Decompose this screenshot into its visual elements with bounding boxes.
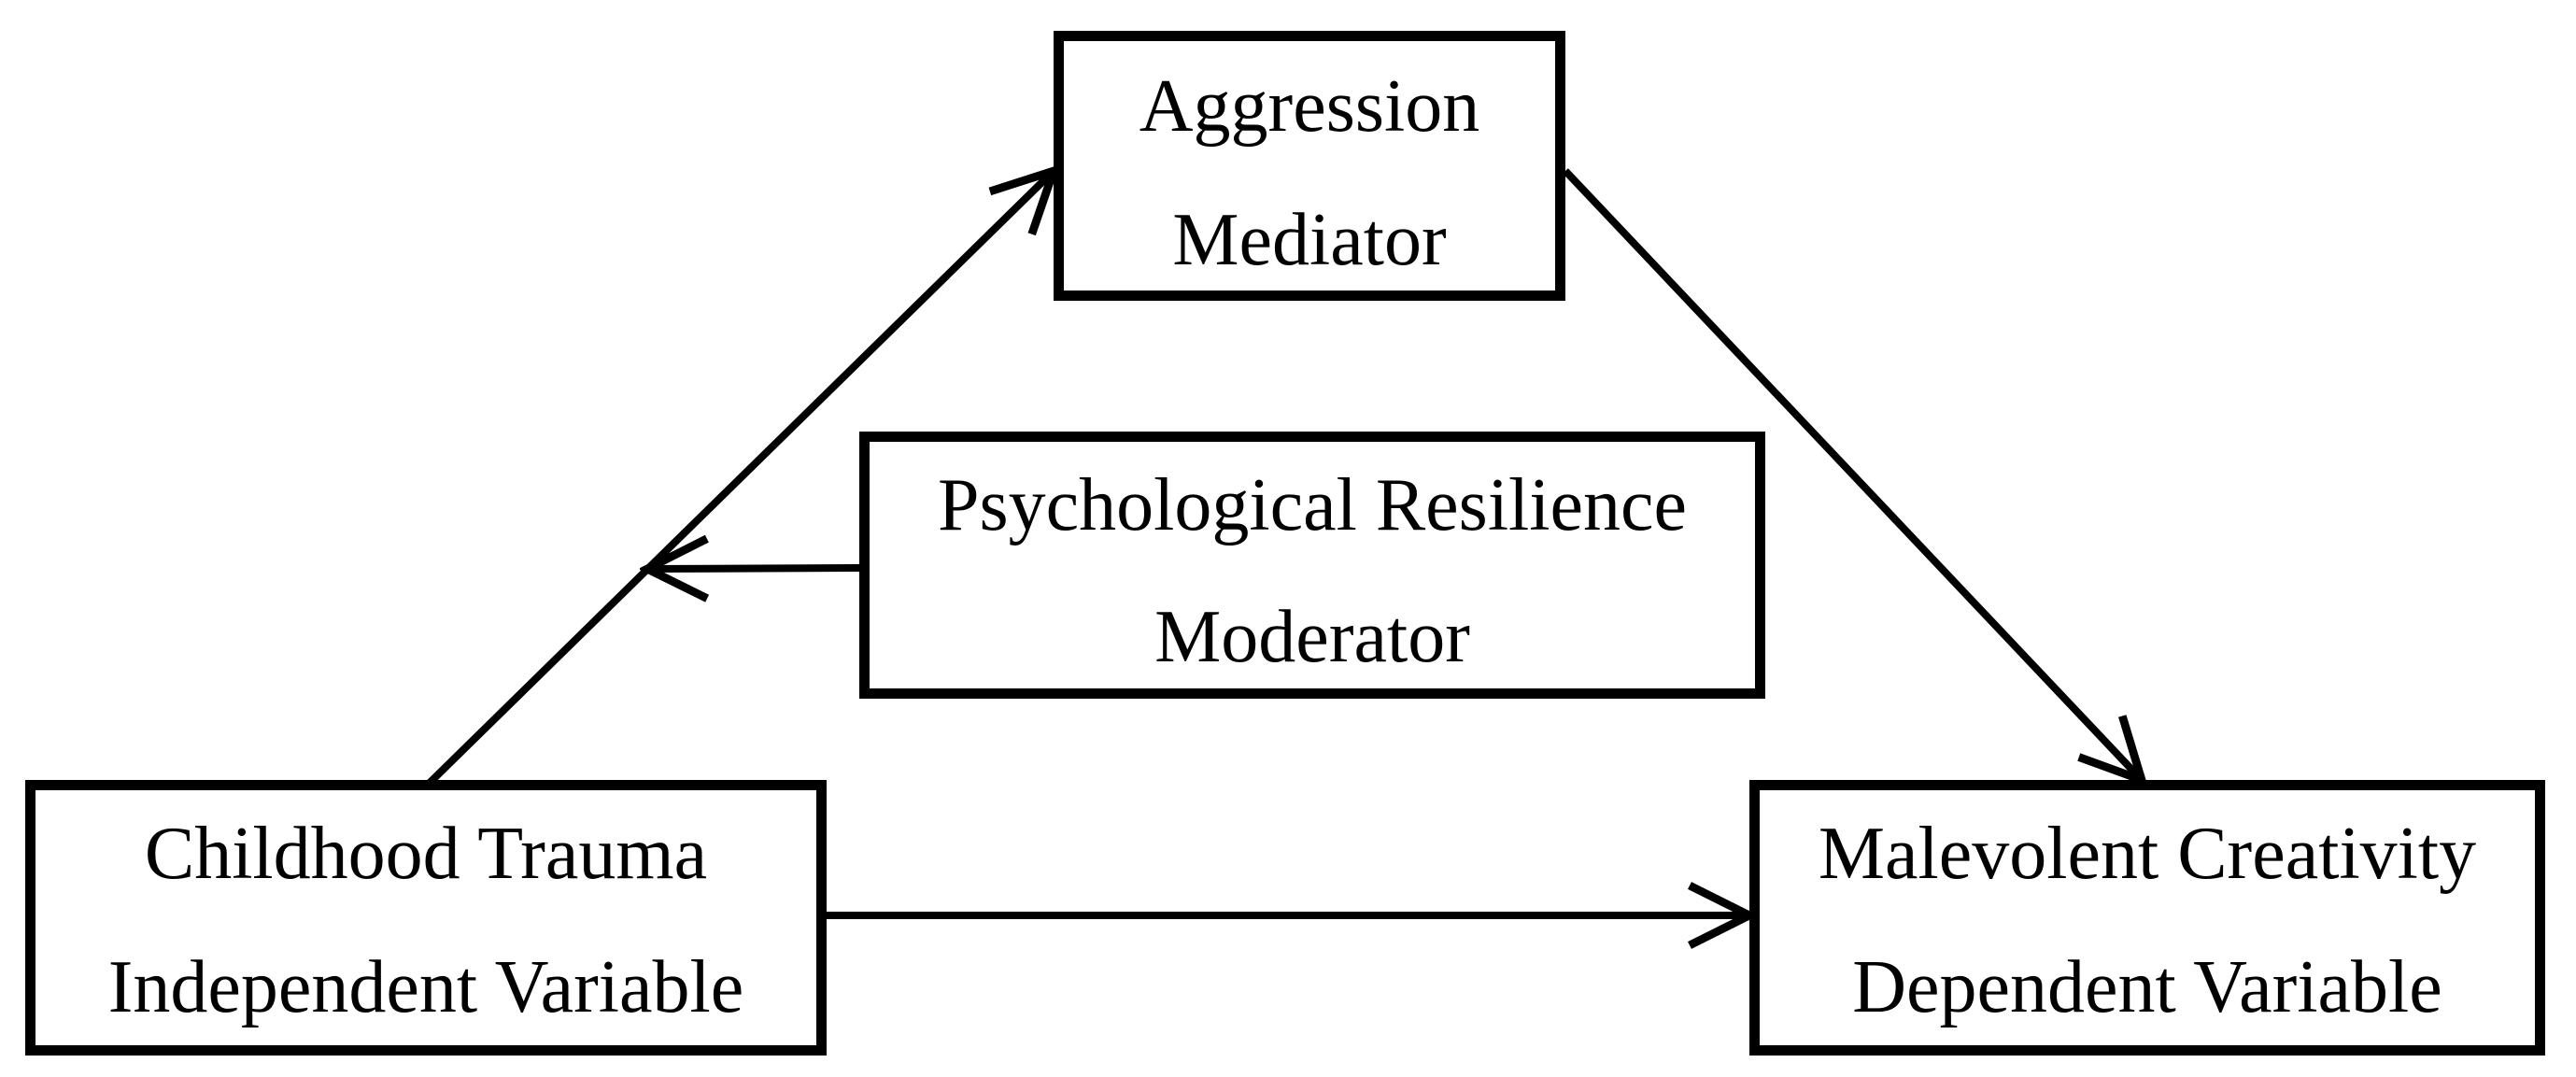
dependent-variable-label: Malevolent Creativity (1819, 813, 2476, 895)
mediator-box (1054, 31, 1565, 301)
node-independent-variable: Childhood Trauma Independent Variable (25, 780, 827, 1056)
moderator-label: Psychological Resilience (938, 464, 1687, 546)
arrow-iv-to-mediator (427, 171, 1054, 786)
node-dependent-variable: Malevolent Creativity Dependent Variable (1749, 780, 2545, 1056)
mediator-label: Aggression (1139, 65, 1479, 148)
mediator-role: Mediator (1172, 199, 1446, 281)
independent-variable-label: Childhood Trauma (145, 813, 707, 895)
arrow-moderator-to-iv-mediator-path (647, 568, 860, 569)
dependent-variable-box (1749, 780, 2545, 1056)
node-moderator: Psychological Resilience Moderator (859, 432, 1765, 699)
edges (427, 168, 2142, 915)
node-mediator: Aggression Mediator (1054, 31, 1565, 301)
moderator-role: Moderator (1154, 596, 1470, 678)
arrow-mediator-to-dv (1563, 168, 2142, 780)
dependent-variable-role: Dependent Variable (1852, 946, 2442, 1028)
moderator-box (859, 432, 1765, 699)
independent-variable-role: Independent Variable (108, 946, 743, 1028)
independent-variable-box (25, 780, 827, 1056)
